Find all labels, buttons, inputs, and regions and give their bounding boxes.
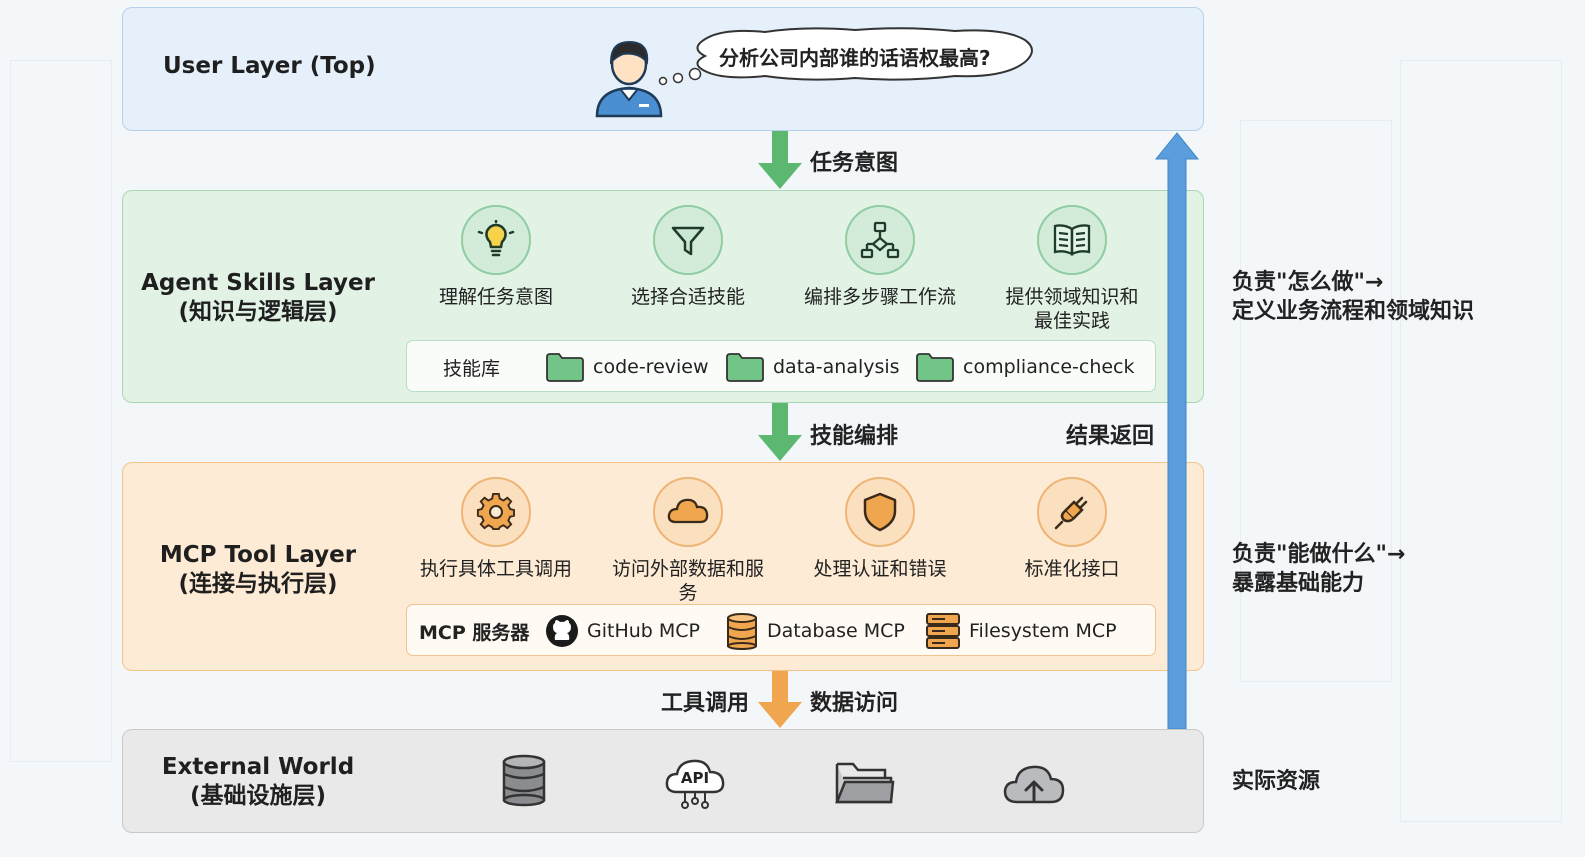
thought-bubble-dots-icon xyxy=(658,67,702,86)
folder-icon xyxy=(916,353,954,382)
mcp-side-note: 负责"能做什么"→ 暴露基础能力 xyxy=(1232,542,1406,596)
tool-call-label: 工具调用 xyxy=(661,691,750,716)
workflow-icon xyxy=(845,205,915,275)
task-intent-label: 任务意图 xyxy=(810,151,899,176)
cloud-icon xyxy=(653,477,723,547)
gear-icon xyxy=(461,477,531,547)
skill-select-skill: 选择合适技能 xyxy=(603,205,773,309)
mcp-layer-title: MCP Tool Layer (连接与执行层) xyxy=(159,542,357,597)
skill-orchestration-label: 技能编排 xyxy=(810,424,899,449)
lightbulb-icon xyxy=(461,205,531,275)
mcp-server-item[interactable]: Database MCP xyxy=(725,605,905,657)
mcp-servers-label: MCP 服务器 xyxy=(419,621,530,644)
skills-layer-title: Agent Skills Layer (知识与逻辑层) xyxy=(141,270,375,325)
background-decoration xyxy=(1400,60,1562,822)
plug-icon xyxy=(1037,477,1107,547)
skill-understand-intent: 理解任务意图 xyxy=(411,205,581,309)
user-avatar-icon xyxy=(595,40,663,118)
data-access-label: 数据访问 xyxy=(810,691,899,716)
cloud-upload-icon xyxy=(1003,765,1065,804)
task-intent-arrow xyxy=(758,131,802,189)
filter-icon xyxy=(653,205,723,275)
folder-open-icon xyxy=(835,762,895,804)
result-return-label: 结果返回 xyxy=(1066,424,1155,449)
server-stack-icon xyxy=(926,613,960,649)
external-side-note: 实际资源 xyxy=(1232,769,1321,794)
mcp-server-item[interactable]: Filesystem MCP xyxy=(925,605,1117,657)
database-icon xyxy=(502,754,546,807)
background-decoration xyxy=(1240,120,1392,682)
external-layer-title: External World (基础设施层) xyxy=(161,754,355,809)
skill-domain-knowledge: 提供领域知识和 最佳实践 xyxy=(987,205,1157,333)
api-cloud-icon: API xyxy=(663,752,727,812)
result-return-arrow xyxy=(1154,132,1200,729)
book-icon xyxy=(1037,205,1107,275)
tool-standard-interface: 标准化接口 xyxy=(987,477,1157,581)
mcp-tool-layer: MCP Tool Layer (连接与执行层) 执行具体工具调用 访问外部数据和… xyxy=(122,462,1204,671)
tool-execute-calls: 执行具体工具调用 xyxy=(411,477,581,581)
skill-folder-item[interactable]: compliance-check xyxy=(915,341,1135,393)
github-icon xyxy=(546,615,578,647)
tool-data-arrow xyxy=(758,671,802,728)
skill-orchestrate-workflow: 编排多步骤工作流 xyxy=(795,205,965,309)
skill-library-label: 技能库 xyxy=(443,357,501,380)
tool-access-external: 访问外部数据和服务 xyxy=(603,477,773,605)
skill-folder-item[interactable]: data-analysis xyxy=(725,341,900,393)
thought-text: 分析公司内部谁的话语权最高? xyxy=(719,46,991,70)
external-world-layer: External World (基础设施层) API xyxy=(122,729,1204,833)
folder-icon xyxy=(726,353,764,382)
mcp-servers-box: MCP 服务器 GitHub MCP Database MCP xyxy=(406,604,1156,656)
tool-auth-errors: 处理认证和错误 xyxy=(795,477,965,581)
shield-icon xyxy=(845,477,915,547)
background-decoration xyxy=(10,60,112,762)
thought-bubble-icon xyxy=(696,27,1033,81)
user-layer: User Layer (Top) 分析公司内部谁的话语权最高? xyxy=(122,7,1204,131)
skill-library-box: 技能库 code-review data-analysis compliance… xyxy=(406,340,1156,392)
agent-skills-layer: Agent Skills Layer (知识与逻辑层) 理解任务意图 选择合适技… xyxy=(122,190,1204,403)
skill-folder-item[interactable]: code-review xyxy=(545,341,709,393)
skill-orchestration-arrow xyxy=(758,403,802,461)
user-layer-title: User Layer (Top) xyxy=(163,53,376,79)
folder-icon xyxy=(546,353,584,382)
database-icon xyxy=(727,613,757,650)
skills-side-note: 负责"怎么做"→ 定义业务流程和领域知识 xyxy=(1232,270,1475,324)
api-label: API xyxy=(680,769,710,787)
mcp-server-item[interactable]: GitHub MCP xyxy=(545,605,700,657)
